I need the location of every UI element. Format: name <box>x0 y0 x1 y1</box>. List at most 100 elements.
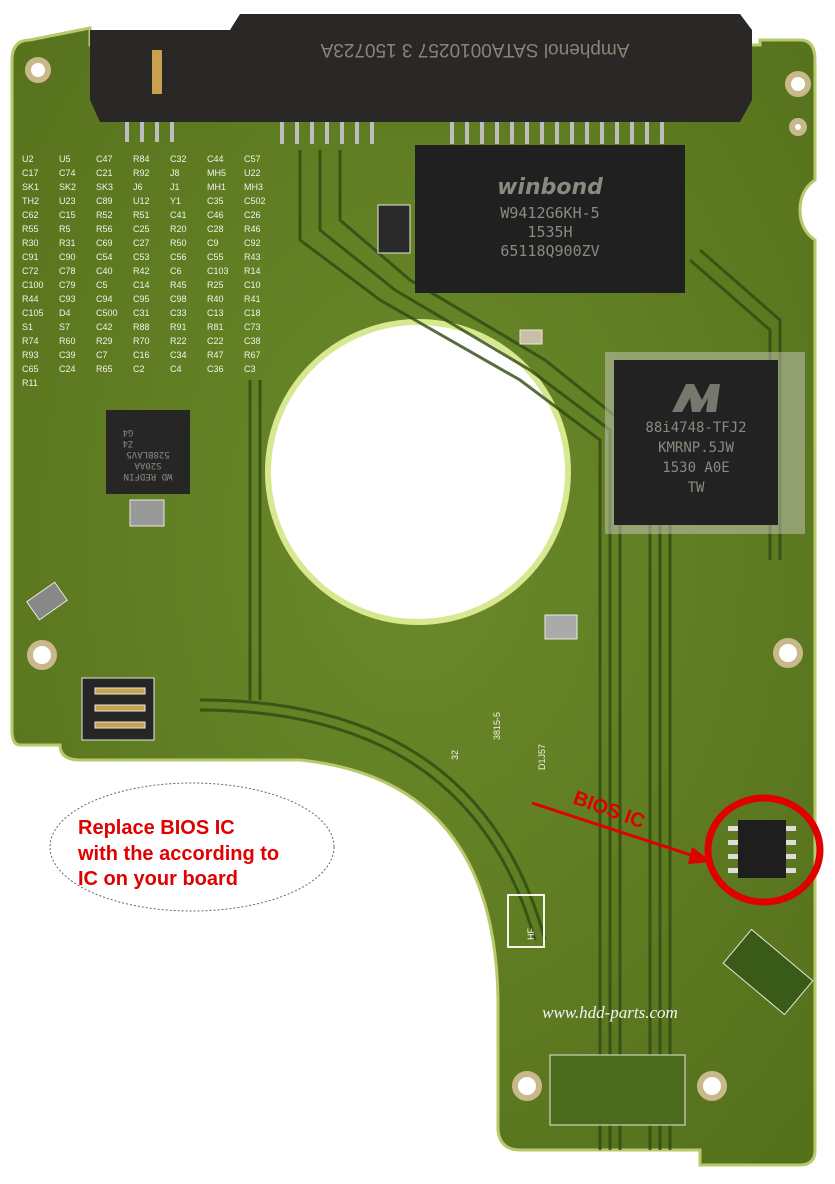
silkscreen-label: R47 <box>207 350 224 360</box>
mount-holes <box>25 57 811 1101</box>
ctrl-line-4: TW <box>688 480 705 496</box>
silkscreen-label: R50 <box>170 238 187 248</box>
silkscreen-label: MH5 <box>207 168 226 178</box>
silkscreen-label: C28 <box>207 224 224 234</box>
silkscreen-label: R81 <box>207 322 224 332</box>
silkscreen-label: C15 <box>59 210 76 220</box>
silkscreen-label: U22 <box>244 168 261 178</box>
silkscreen-label: C16 <box>133 350 150 360</box>
silkscreen-label: J1 <box>170 182 180 192</box>
silkscreen-label: C92 <box>244 238 261 248</box>
ram-line-3: 65118Q900ZV <box>500 242 599 260</box>
silkscreen-label: C14 <box>133 280 150 290</box>
silkscreen-label: R40 <box>207 294 224 304</box>
board-part-mark: 3815-5 <box>492 712 502 740</box>
silkscreen-label: C18 <box>244 308 261 318</box>
silkscreen-label: C40 <box>96 266 113 276</box>
callout-line-1: Replace BIOS IC <box>78 817 235 839</box>
silkscreen-label: C7 <box>96 350 108 360</box>
silkscreen-label: C10 <box>244 280 261 290</box>
silkscreen-label: C32 <box>170 154 187 164</box>
silkscreen-label: R31 <box>59 238 76 248</box>
silkscreen-label: C41 <box>170 210 187 220</box>
silkscreen-label: C56 <box>170 252 187 262</box>
silkscreen-label: R41 <box>244 294 261 304</box>
silkscreen-label: R55 <box>22 224 39 234</box>
silkscreen-label: R30 <box>22 238 39 248</box>
silkscreen-label: C39 <box>59 350 76 360</box>
silkscreen-label: MH3 <box>244 182 263 192</box>
silkscreen-label: C31 <box>133 308 150 318</box>
silkscreen-label: C6 <box>170 266 182 276</box>
bios-chip <box>728 820 796 878</box>
silkscreen-label: MH1 <box>207 182 226 192</box>
traces <box>199 150 782 1150</box>
silkscreen-label: C69 <box>96 238 113 248</box>
silkscreen-label: R51 <box>133 210 150 220</box>
silkscreen-label: C17 <box>22 168 39 178</box>
ram-line-1: W9412G6KH-5 <box>500 204 599 222</box>
silkscreen-label: C103 <box>207 266 229 276</box>
motor-line-5: G4 <box>123 427 134 437</box>
silkscreen-label: C34 <box>170 350 187 360</box>
silkscreen-label: C54 <box>96 252 113 262</box>
silkscreen-label: C26 <box>244 210 261 220</box>
silkscreen-label: R65 <box>96 364 113 374</box>
silkscreen-label: R56 <box>96 224 113 234</box>
silkscreen-label: C25 <box>133 224 150 234</box>
silkscreen-label: C95 <box>133 294 150 304</box>
silkscreen-label: J6 <box>133 182 143 192</box>
sata-connector: Amphenol SATA0010257 3 150723A <box>90 14 752 144</box>
silkscreen-label: C9 <box>207 238 219 248</box>
silkscreen-label: C42 <box>96 322 113 332</box>
callout-line-3: IC on your board <box>78 868 238 890</box>
silkscreen-label: SK3 <box>96 182 113 192</box>
silkscreen-label: S1 <box>22 322 33 332</box>
silkscreen-label: C100 <box>22 280 44 290</box>
silkscreen-label: C65 <box>22 364 39 374</box>
silkscreen-label: C36 <box>207 364 224 374</box>
silkscreen-label: C55 <box>207 252 224 262</box>
watermark: www.hdd-parts.com <box>542 1003 678 1022</box>
silkscreen-label: R52 <box>96 210 113 220</box>
ctrl-line-3: 1530 A0E <box>662 460 729 476</box>
silkscreen-label: U23 <box>59 196 76 206</box>
silkscreen-label: SK2 <box>59 182 76 192</box>
silkscreen-label: U12 <box>133 196 150 206</box>
silkscreen-label: C502 <box>244 196 266 206</box>
marvell-logo <box>672 384 720 412</box>
silkscreen-label: R14 <box>244 266 261 276</box>
silkscreen-label: C73 <box>244 322 261 332</box>
silkscreen-label: R29 <box>96 336 113 346</box>
silkscreen-label: C22 <box>207 336 224 346</box>
controller-chip: 88i4748-TFJ2 KMRNP.5JW 1530 A0E TW <box>605 352 805 534</box>
callout-ellipse <box>49 782 335 912</box>
silkscreen-label: D4 <box>59 308 71 318</box>
silkscreen-label: R91 <box>170 322 187 332</box>
silkscreen-label: C79 <box>59 280 76 290</box>
silkscreen-label: C33 <box>170 308 187 318</box>
silkscreen-label: J8 <box>170 168 180 178</box>
bios-highlight-circle <box>704 794 824 906</box>
board-number-mark: 32 <box>450 750 460 760</box>
hf-box <box>507 894 545 948</box>
silkscreen-label: C21 <box>96 168 113 178</box>
silkscreen-label: C98 <box>170 294 187 304</box>
silkscreen-label: Y1 <box>170 196 181 206</box>
silkscreen-label: C74 <box>59 168 76 178</box>
silkscreen-label: C62 <box>22 210 39 220</box>
silkscreen-label: C89 <box>96 196 113 206</box>
silkscreen-label: C105 <box>22 308 44 318</box>
silkscreen-label: U2 <box>22 154 34 164</box>
silkscreen-label: C47 <box>96 154 113 164</box>
silkscreen-label: C44 <box>207 154 224 164</box>
silkscreen-label: C94 <box>96 294 113 304</box>
silkscreen-label: R84 <box>133 154 150 164</box>
silkscreen-label: R93 <box>22 350 39 360</box>
silkscreen-label: C46 <box>207 210 224 220</box>
silkscreen-label: C13 <box>207 308 224 318</box>
silkscreen-label: TH2 <box>22 196 39 206</box>
silkscreen-label: C500 <box>96 308 118 318</box>
motor-line-4: Z4 <box>123 438 134 448</box>
